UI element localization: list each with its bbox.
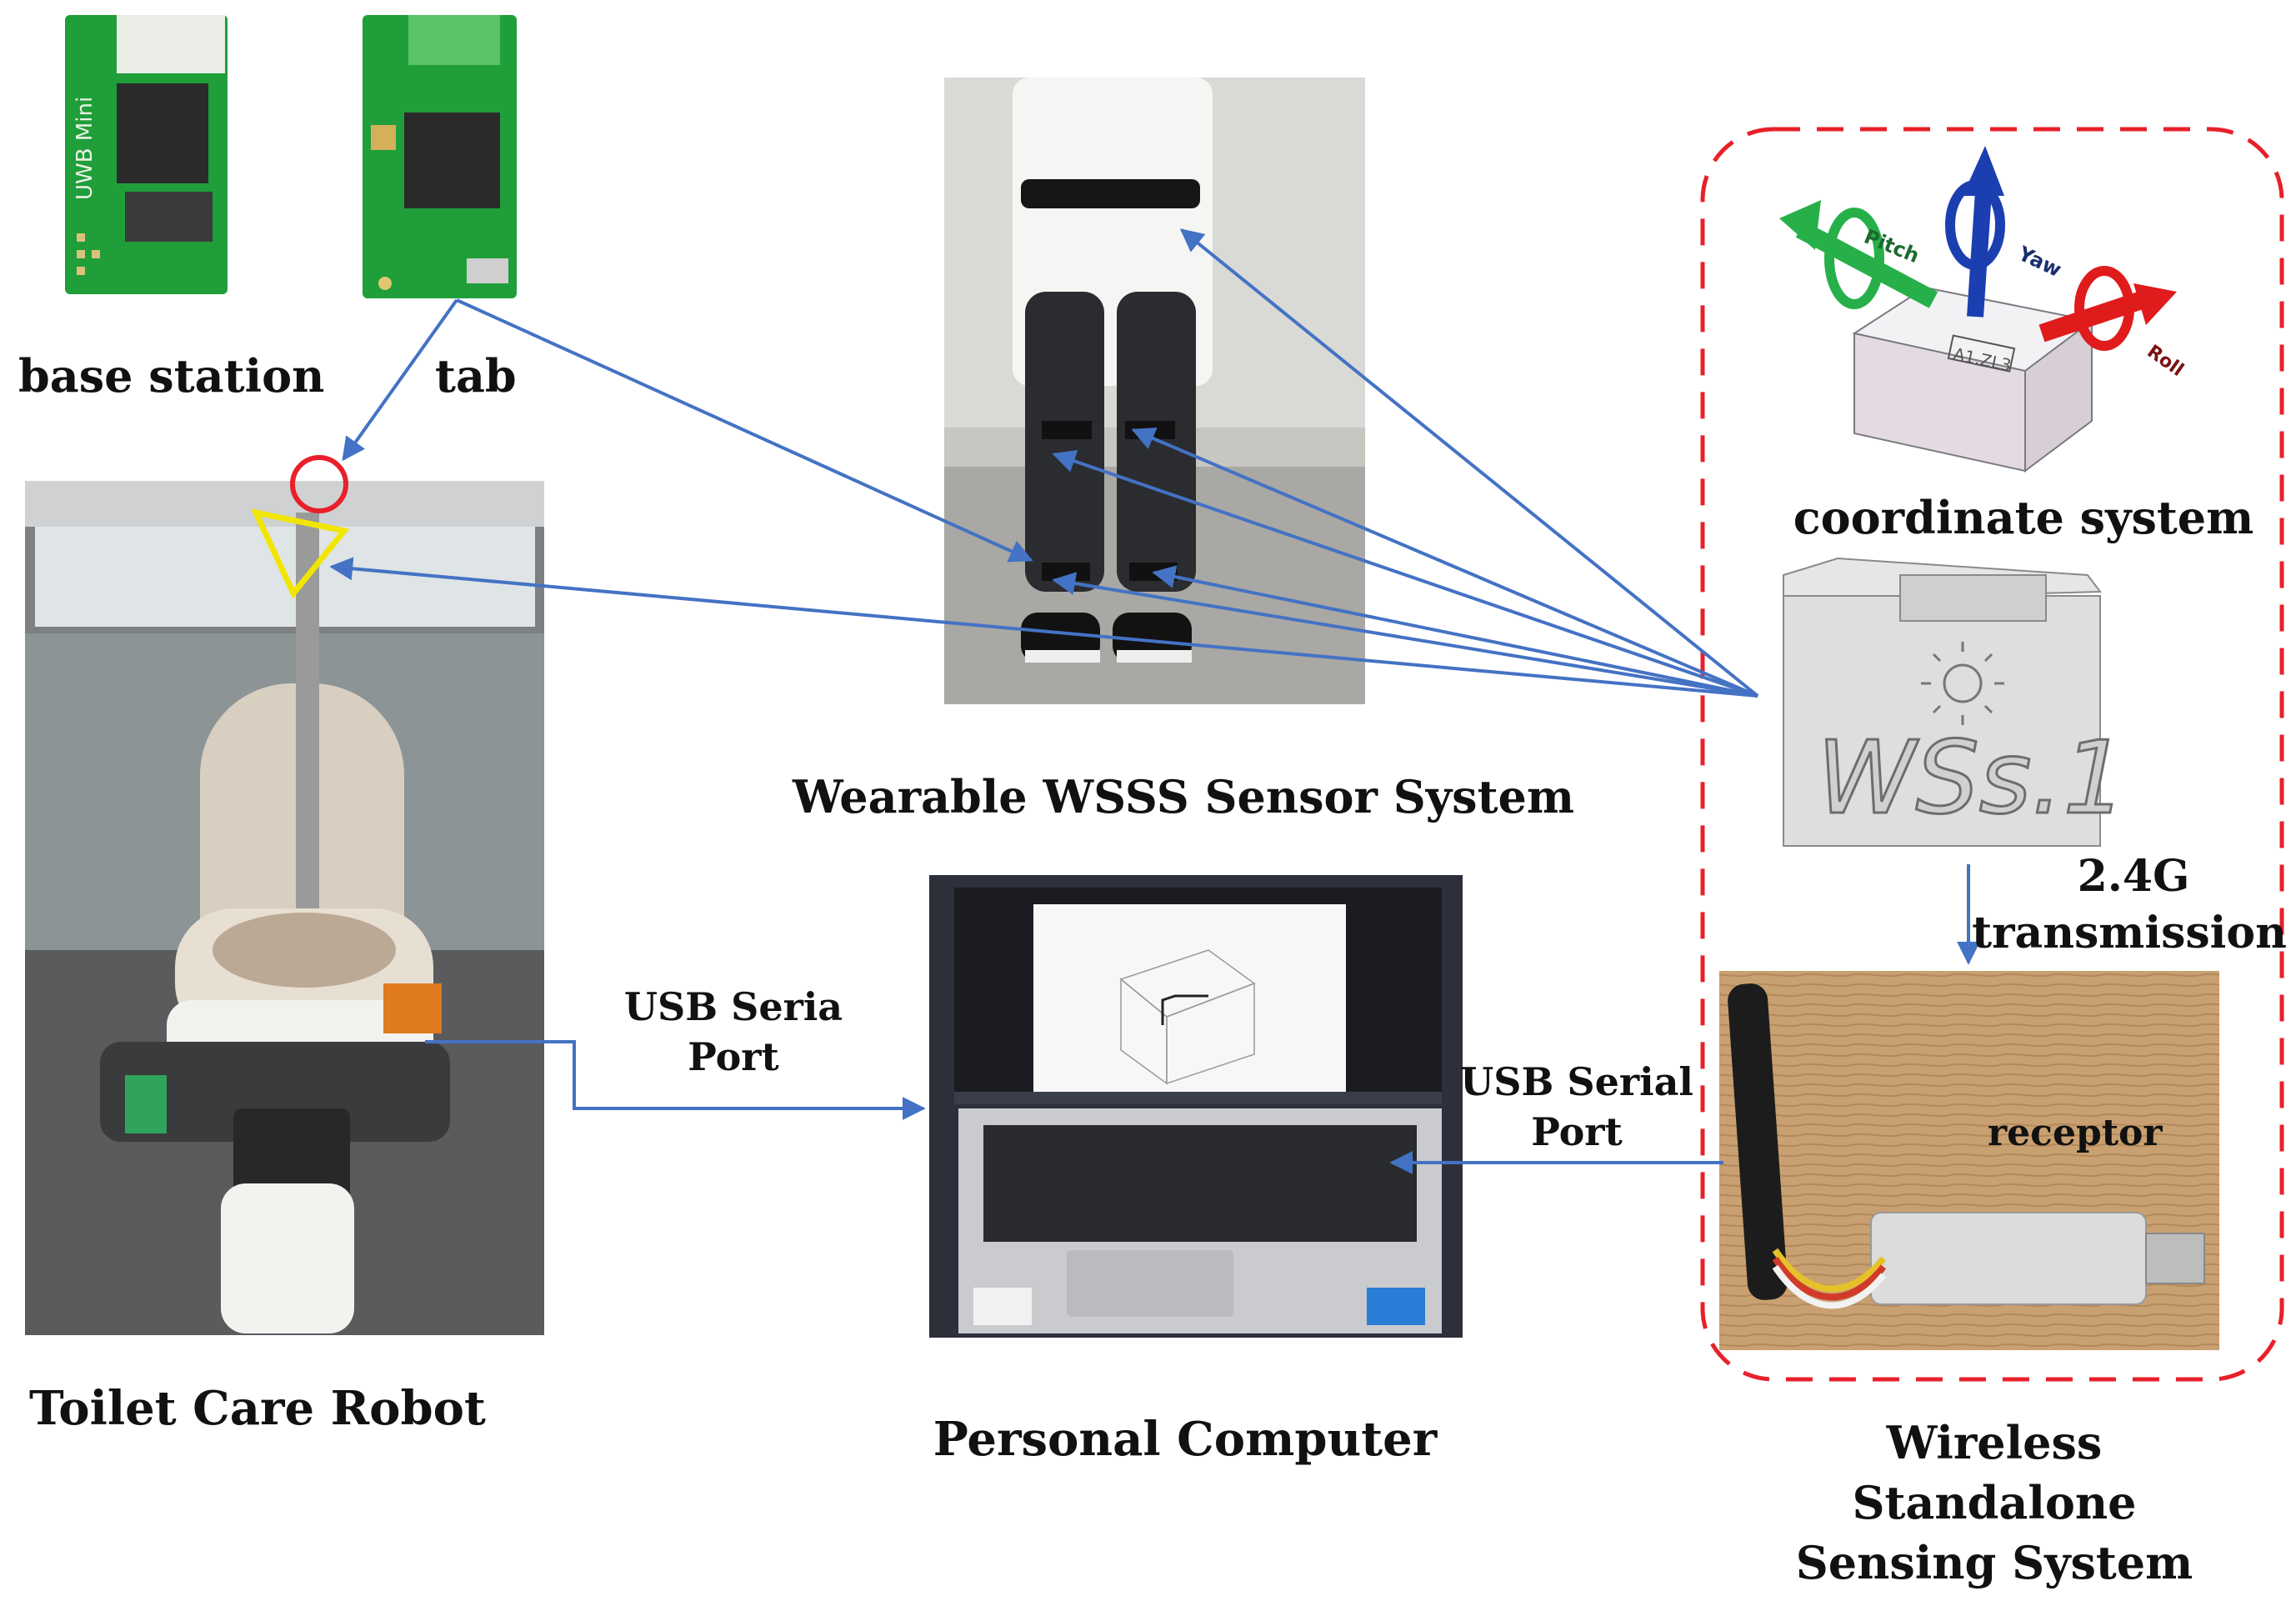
- usb-right-label-line2: Port: [1531, 1109, 1623, 1154]
- transmission-label-line1: 2.4G: [2077, 851, 2190, 902]
- base-station-label: base station: [18, 349, 325, 403]
- wireless-label-line1: Wireless: [1886, 1416, 2103, 1469]
- arrow-sensor-to-waist: [1179, 228, 1759, 698]
- coordinate-system-label: coordinate system: [1793, 491, 2254, 544]
- laptop-screen-3d-plot: [1119, 949, 1256, 1085]
- arrow-tab-to-robot: [342, 298, 458, 462]
- arrow-sensor-to-right-knee: [1131, 427, 1758, 698]
- toilet-robot-label: Toilet Care Robot: [29, 1381, 486, 1436]
- laptop-photo: [929, 875, 1463, 1338]
- arrow-sensor-to-left-ankle: [1052, 572, 1758, 698]
- uwb-board-label: UWB Mini: [73, 97, 98, 200]
- wss1-sensor-module: WSs.1: [1783, 557, 2128, 847]
- tab-location-marker: [290, 455, 348, 513]
- sun-icon: [1921, 642, 2004, 725]
- usb-left-label-line1: USB Seria: [623, 984, 843, 1029]
- arrow-robot-usb-to-pc: [425, 1040, 926, 1120]
- usb-left-label-line2: Port: [688, 1034, 779, 1079]
- personal-computer-label: Personal Computer: [933, 1412, 1438, 1467]
- arrow-sensor-to-left-knee: [1052, 449, 1758, 698]
- sensor-module-label: WSs.1: [1817, 721, 2127, 837]
- blue-rotation-arrow-icon: Yaw: [1945, 146, 2065, 318]
- base-station-location-marker: [250, 508, 350, 599]
- base-station-board: UWB Mini: [65, 15, 228, 294]
- arrow-sensor-to-right-ankle: [1152, 565, 1758, 698]
- coordinate-system-illustration: A1.ZL3: [1852, 286, 2094, 473]
- usb-right-label-line1: USB Serial: [1460, 1059, 1693, 1104]
- receptor-label: receptor: [1988, 1112, 2163, 1154]
- arrow-sensor-to-robot: [329, 557, 1758, 698]
- wireless-label-line3: Sensing System: [1795, 1536, 2193, 1589]
- receptor-photo: [1719, 971, 2219, 1350]
- tab-label: tab: [435, 349, 517, 403]
- wireless-system-boundary: [1700, 127, 2284, 1382]
- wireless-label-line2: Standalone: [1852, 1476, 2137, 1529]
- wearable-system-label: Wearable WSSS Sensor System: [792, 770, 1575, 823]
- transmission-label-line2: transmission: [1972, 908, 2287, 958]
- tab-board: [363, 15, 517, 298]
- arrow-tab-to-wearable: [456, 298, 1033, 563]
